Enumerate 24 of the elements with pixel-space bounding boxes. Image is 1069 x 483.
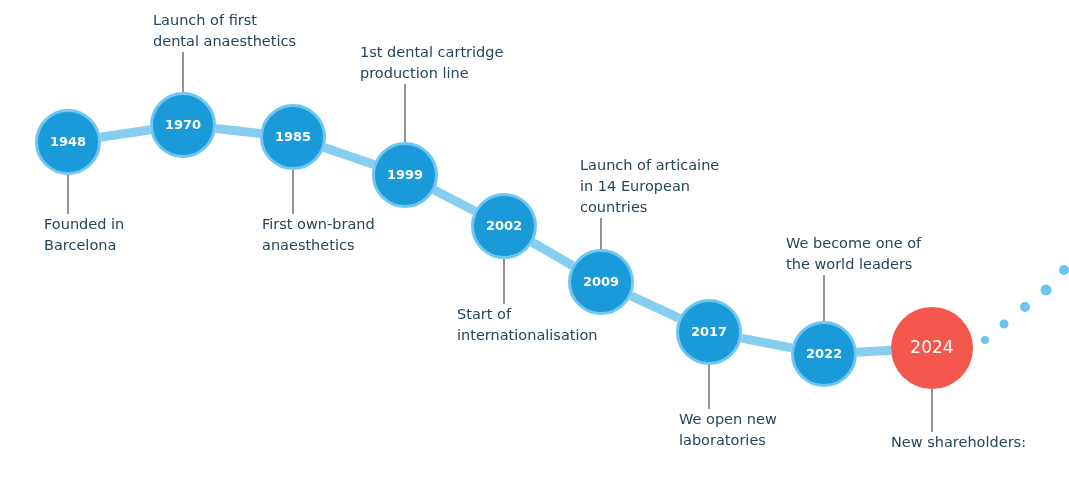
timeline-band	[629, 291, 681, 323]
timeline-band	[740, 333, 793, 353]
leader-line	[182, 51, 184, 93]
timeline-band	[530, 238, 575, 270]
leader-line	[404, 83, 406, 143]
milestone-text: We become one of the world leaders	[786, 233, 946, 275]
timeline-band	[432, 186, 477, 215]
milestone-text: We open new laboratories	[679, 409, 809, 451]
leader-line	[931, 388, 933, 433]
timeline-band	[856, 345, 892, 357]
timeline-band	[215, 124, 261, 138]
milestone-text: Launch of first dental anaesthetics	[153, 10, 303, 52]
leader-line	[292, 169, 294, 215]
milestone-text: New shareholders:	[891, 432, 1066, 453]
leader-line	[67, 174, 69, 215]
leader-line	[503, 258, 505, 305]
leader-line	[708, 364, 710, 410]
timeline-band	[100, 125, 151, 142]
milestone-text: First own-brand anaesthetics	[262, 214, 412, 256]
leader-line	[823, 274, 825, 322]
milestone-text: Founded in Barcelona	[44, 214, 164, 256]
milestone-text: Launch of articaine in 14 European countries	[580, 155, 730, 218]
leader-line	[600, 217, 602, 250]
milestone-text: 1st dental cartridge production line	[360, 42, 530, 84]
